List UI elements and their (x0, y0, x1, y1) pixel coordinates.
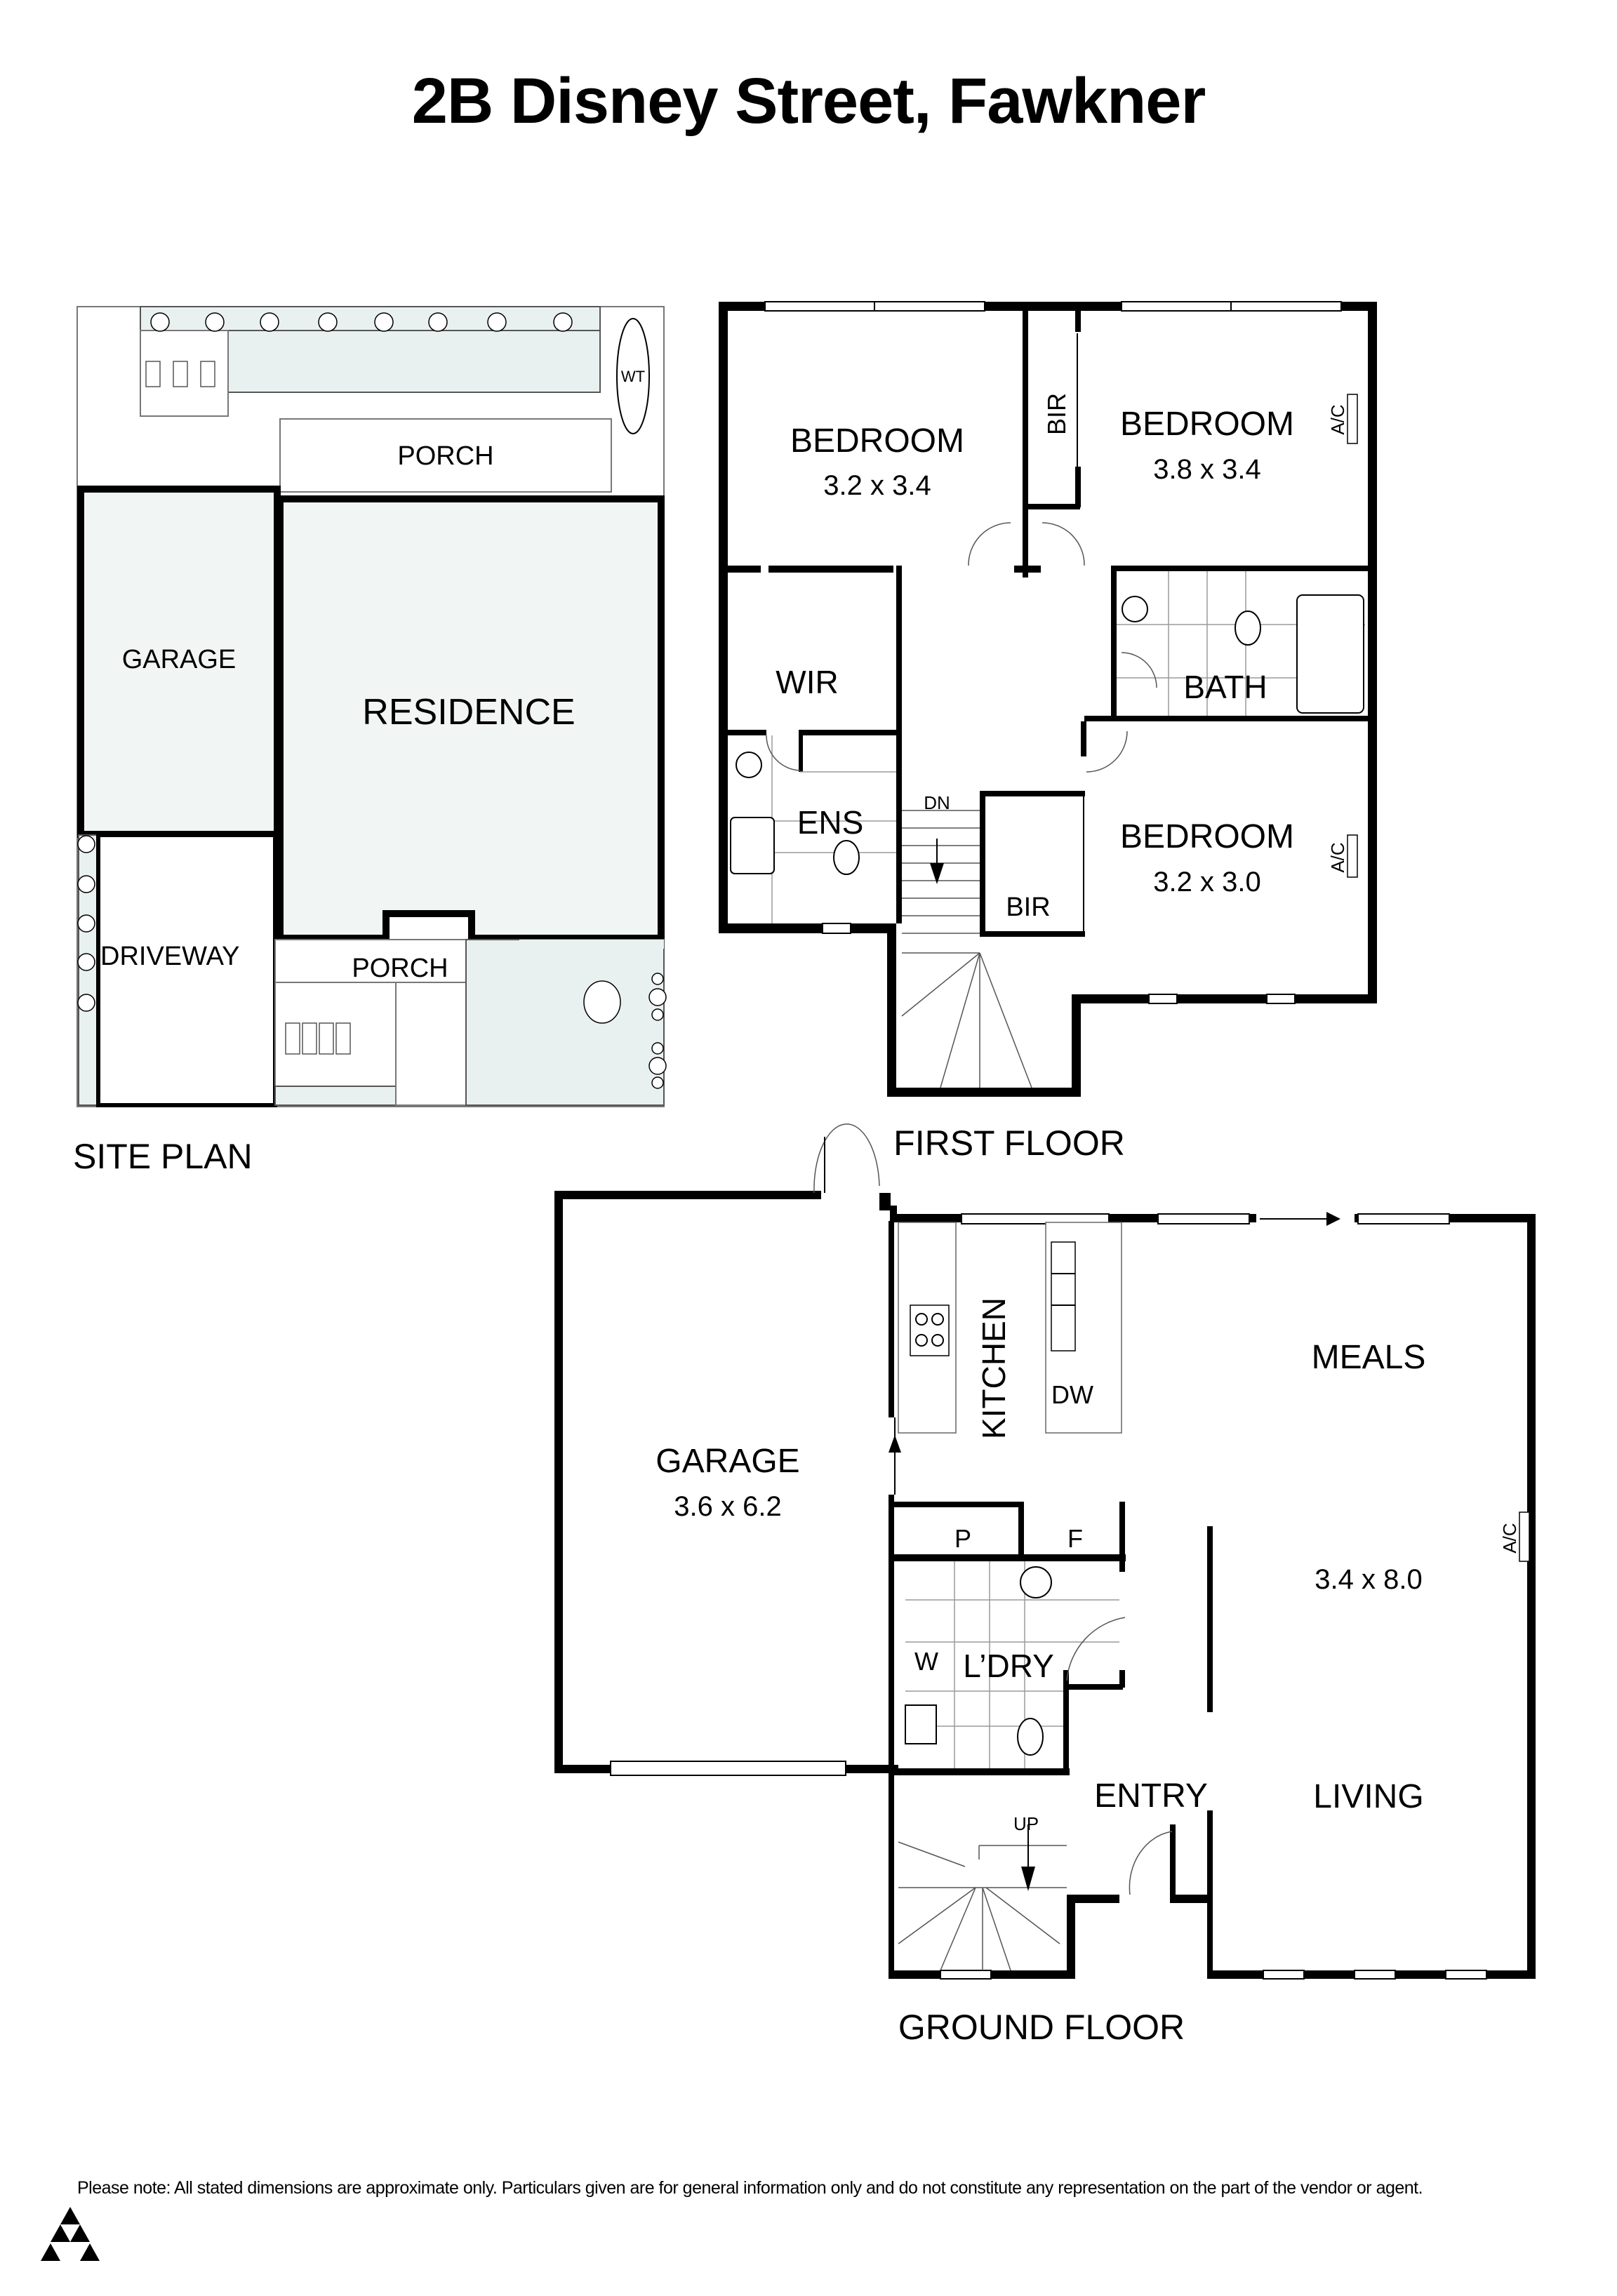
sink-icon (1051, 1241, 1076, 1351)
paving (140, 330, 229, 417)
entry-label: ENTRY (1094, 1777, 1208, 1815)
arrow-down-icon (930, 863, 944, 884)
stairs-up-label: UP (1013, 1813, 1039, 1834)
tree-icon (150, 312, 573, 332)
site-garage (77, 486, 281, 838)
water-tank-icon (616, 318, 650, 434)
site-driveway-label: DRIVEWAY (100, 942, 239, 971)
porch-top-label: PORCH (397, 441, 493, 471)
ground-floor-plan: GARAGE 3.6 x 6.2 MEALS LIVING 3.4 x 8.0 … (554, 1123, 1536, 2047)
first-floor-plan: BEDROOM 3.2 x 3.4 BEDROOM 3.8 x 3.4 BEDR… (719, 301, 1377, 1163)
arrow-up-icon (889, 1435, 901, 1453)
bedroom-2-size: 3.8 x 3.4 (1153, 454, 1260, 485)
site-garage-label: GARAGE (122, 645, 237, 674)
site-plan-heading: SITE PLAN (73, 1137, 253, 1176)
porch-top (279, 418, 612, 493)
ac-unit-icon (1519, 1511, 1530, 1562)
sliding-door-arrow-icon (1326, 1212, 1340, 1226)
toilet-icon (1235, 610, 1261, 646)
garage-size: 3.6 x 6.2 (674, 1491, 781, 1522)
bedroom-2-label: BEDROOM (1120, 406, 1294, 443)
site-residence (277, 495, 665, 942)
ground-floor-heading: GROUND FLOOR (898, 2008, 1185, 2047)
living-label: LIVING (1313, 1778, 1423, 1815)
tree-icon (77, 835, 95, 1012)
tree-icon (583, 973, 667, 1089)
ac-unit-icon (1347, 394, 1358, 444)
company-logo-icon (41, 2207, 100, 2261)
shower-icon (730, 817, 775, 874)
meals-label: MEALS (1312, 1339, 1426, 1376)
garage-label: GARAGE (656, 1443, 799, 1480)
kitchen-label: KITCHEN (976, 1297, 1012, 1439)
meals-living-size: 3.4 x 8.0 (1315, 1564, 1422, 1595)
staircase (898, 1841, 1067, 1971)
arrow-down-icon (1021, 1867, 1035, 1891)
stairs-down-label: DN (924, 792, 950, 813)
water-tank-label: WT (621, 368, 645, 385)
disclaimer-text: Please note: All stated dimensions are a… (77, 2178, 1423, 2198)
site-plan: WT PORCH GARAGE RESIDENCE DRIVEWAY PORCH (73, 306, 667, 1176)
trough-icon (905, 1704, 937, 1744)
bathtub-icon (1296, 594, 1364, 714)
porch-bottom-label: PORCH (352, 954, 448, 983)
pantry-label: P (954, 1524, 971, 1553)
page-title: 2B Disney Street, Fawkner (411, 65, 1206, 137)
front-lawn (465, 939, 665, 1106)
garden-bed (203, 330, 601, 393)
laundry-label: L’DRY (963, 1648, 1054, 1684)
bedroom-3-size: 3.2 x 3.0 (1153, 867, 1260, 897)
wir-label: WIR (776, 664, 838, 700)
ac-label: A/C (1327, 842, 1348, 872)
bedroom-3-label: BEDROOM (1120, 818, 1294, 855)
cooktop-icon (910, 1304, 950, 1356)
ac-unit-icon (1347, 834, 1358, 878)
ac-label: A/C (1499, 1523, 1520, 1553)
basin-icon (1020, 1566, 1052, 1598)
bedroom-1-size: 3.2 x 3.4 (823, 470, 931, 501)
bedroom-1-label: BEDROOM (790, 422, 964, 460)
fridge-label: F (1067, 1524, 1083, 1553)
dishwasher-label: DW (1051, 1380, 1093, 1409)
staircase (901, 810, 1032, 1088)
bir-bottom-label: BIR (1006, 893, 1050, 922)
first-floor-heading: FIRST FLOOR (893, 1123, 1125, 1163)
ens-label: ENS (797, 804, 864, 841)
toilet-icon (1017, 1718, 1044, 1756)
toilet-icon (833, 840, 860, 875)
basin-icon (736, 752, 762, 778)
bir-top-label: BIR (1042, 393, 1071, 435)
basin-icon (1122, 596, 1148, 622)
washer-label: W (914, 1647, 938, 1676)
site-driveway (96, 833, 277, 1107)
ac-label: A/C (1327, 404, 1348, 434)
bath-label: BATH (1183, 669, 1267, 705)
site-residence-label: RESIDENCE (362, 692, 575, 733)
